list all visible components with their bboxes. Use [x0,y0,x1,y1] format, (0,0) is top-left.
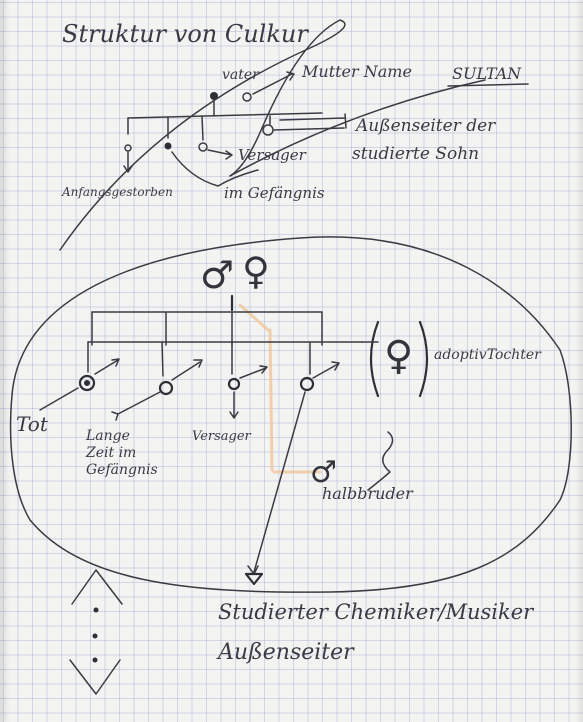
up-arrow [71,569,123,605]
child3-node [227,377,241,391]
label-sultan: SULTAN [452,64,522,83]
top-generation-line [127,112,323,119]
child1-node [78,374,96,392]
top-sweep-curve [59,19,346,251]
highlight-vertical [268,328,274,472]
down-arrow [69,659,121,695]
arrow-dot-1 [93,607,99,613]
label-lange-zeit-line3: Gefängnis [86,462,158,478]
arrow-dot-3 [92,657,98,663]
mother-symbol: ♀ [242,249,270,293]
label-aussenseiter: Außenseiter der [356,116,496,136]
label-lange-zeit-line2: Zeit im [86,445,137,461]
child4-arrow [312,361,340,379]
label-versager-bottom: Versager [192,429,251,444]
child2-arrow [171,359,203,381]
bottom-target [244,572,264,586]
adopt-paren-left [369,320,380,398]
child1-node-fill [84,380,90,386]
child3-arrow [239,365,268,379]
gefaengnis-arrow-top [171,151,259,187]
arrow-dot-2 [92,633,98,639]
label-lange-zeit-line1: Lange [86,428,130,444]
label-bottom-line2: Außenseiter [218,640,354,665]
mother-top-node [242,92,252,102]
main-line-drops [91,311,323,346]
top-long-curve [229,79,486,177]
adopt-paren-right [418,320,429,398]
label-vater: vater [222,67,259,83]
second-line-drops [87,341,311,377]
gefaengnis-arrow-tip [111,411,119,421]
top-branch-drops [127,115,271,141]
versager-arrow-top [207,149,233,160]
label-mutter: Mutter Name [302,62,412,81]
long-arrow-to-bottom [247,391,306,575]
halbbruder-symbol: ♂ [310,455,337,490]
label-tot: Tot [16,412,48,436]
family-oval [9,236,572,593]
top-line-ext [279,113,347,129]
child1-arrow [94,358,120,375]
label-adoptiv-tochter: adoptivTochter [434,347,541,363]
label-gefaengnis-top: im Gefängnis [224,184,325,202]
halbbruder-brace [367,431,394,491]
child1-top-node [124,144,132,152]
label-versager-top: Versager [238,146,306,164]
child2-top-node [164,142,172,150]
aussenseiter-arrow [273,127,345,131]
highlight-diagonal [238,303,270,332]
label-anfangs: Anfangsgestorben [62,185,173,199]
label-bottom-line1: Studierter Chemiker/Musiker [218,600,534,624]
child4-node [299,376,315,392]
child4-top-node [262,124,274,136]
gefaengnis-arrow [117,391,161,415]
tot-arrow [39,387,79,411]
label-studierte-sohn: studierte Sohn [352,144,480,164]
adoptive-daughter-symbol: ♀ [384,333,414,379]
child3-top-node [198,142,208,152]
father-top-node [210,92,218,100]
label-halbbruder: halbbruder [322,484,413,503]
page-title: Struktur von Culkur [62,20,308,48]
child2-node [158,380,174,396]
father-symbol: ♂ [200,253,235,297]
label-lange-zeit: Lange Zeit im Gefängnis [86,428,158,479]
versager-down-arrow [229,391,239,419]
